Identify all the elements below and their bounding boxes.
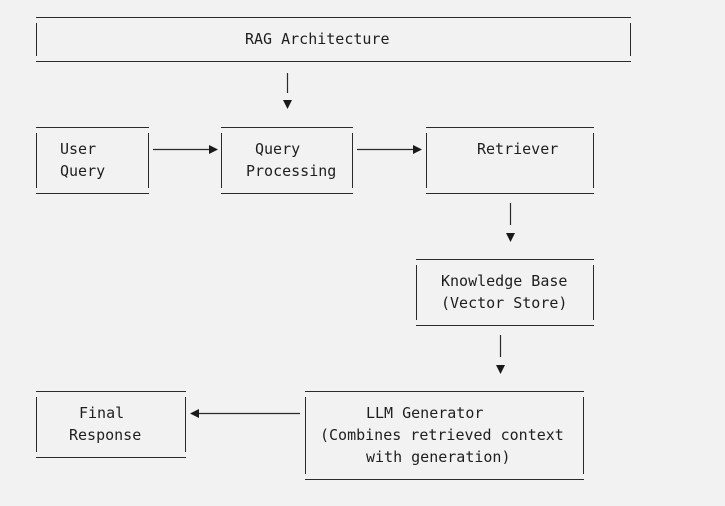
- query-processing-node: [221, 127, 353, 194]
- llm-generator-node: [305, 391, 584, 480]
- final-response-node: [36, 391, 186, 458]
- final-response-label-line1: Final: [79, 404, 125, 422]
- retriever-node: [426, 127, 594, 194]
- arrowhead-retriever-to-knowledge-base: [506, 233, 515, 242]
- arrowhead-query-processing-to-retriever: [413, 145, 422, 154]
- arrowhead-knowledge-base-to-llm-generator: [496, 365, 505, 374]
- user-query-label-line2: Query: [60, 162, 106, 180]
- final-response-label-line2: Response: [69, 426, 142, 444]
- arrowhead-user-query-to-query-processing: [209, 145, 218, 154]
- knowledge-base-label-line2: (Vector Store): [441, 294, 568, 312]
- diagram-title: RAG Architecture: [245, 30, 390, 48]
- title-box: [36, 17, 631, 62]
- knowledge-base-node: [416, 259, 594, 326]
- arrowhead-title-to-query-processing: [283, 100, 292, 109]
- user-query-node: [36, 127, 149, 194]
- query-processing-label-line2: Processing: [246, 162, 337, 180]
- user-query-label-line1: User: [60, 140, 97, 158]
- arrowhead-llm-generator-to-final-response: [190, 409, 199, 418]
- query-processing-label-line1: Query: [255, 140, 301, 158]
- llm-generator-label-line3: with generation): [366, 448, 511, 466]
- knowledge-base-label-line1: Knowledge Base: [441, 272, 568, 290]
- llm-generator-label-line1: LLM Generator: [366, 404, 484, 422]
- retriever-label: Retriever: [477, 140, 559, 158]
- llm-generator-label-line2: (Combines retrieved context: [320, 426, 564, 444]
